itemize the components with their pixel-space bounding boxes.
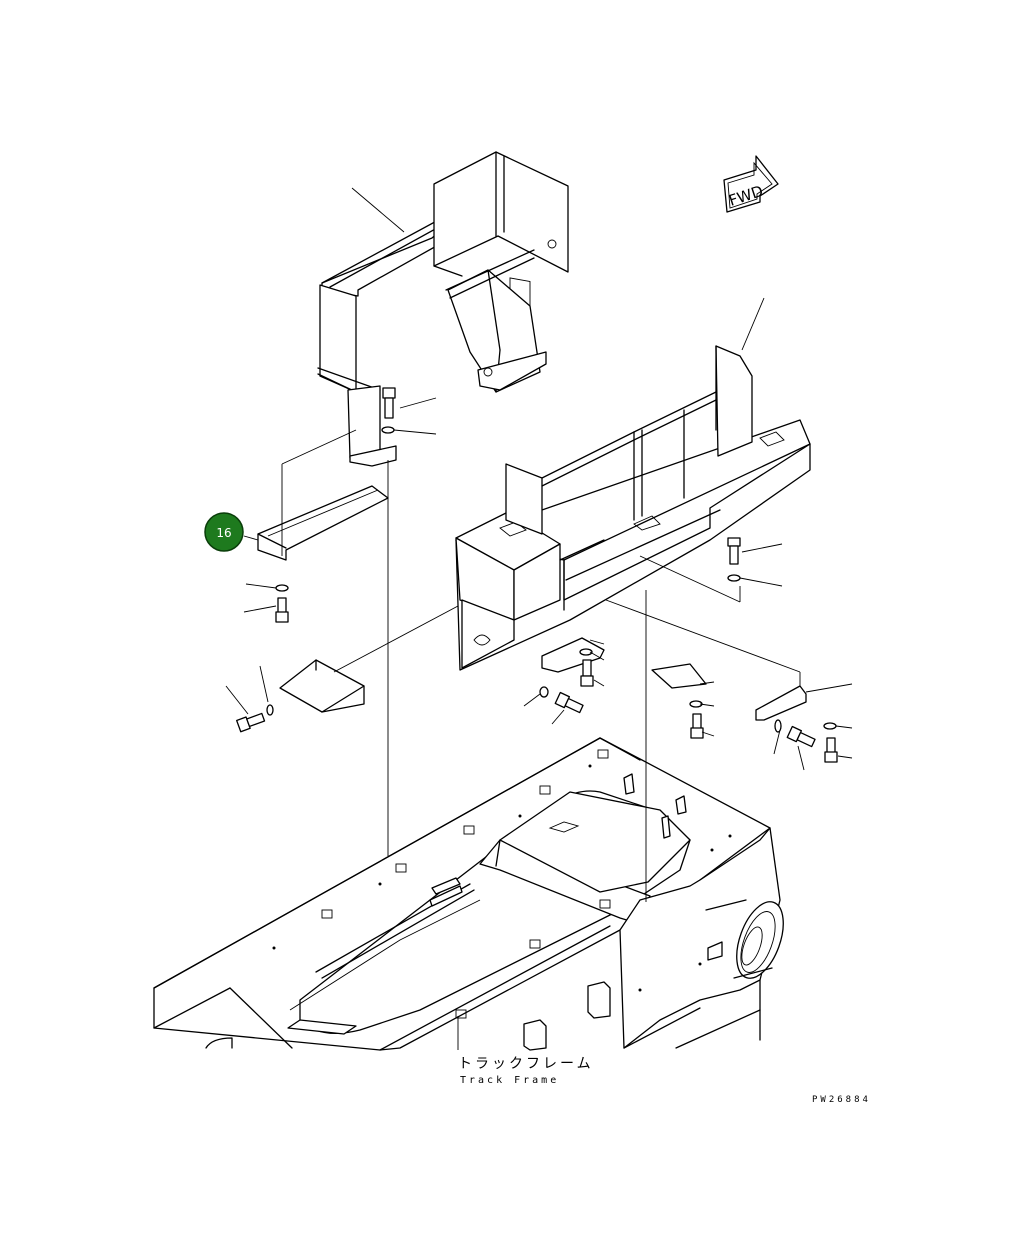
callout-16[interactable]: 16 (204, 512, 244, 552)
lower-left-plate (279, 659, 365, 713)
drawing-code: PW26884 (812, 1095, 871, 1105)
item-16-plate (257, 485, 389, 561)
bolt (236, 712, 266, 733)
bolt (786, 725, 816, 748)
assembly-centerlines (281, 429, 801, 902)
small-bracket-right (755, 685, 807, 721)
bolt (690, 713, 704, 739)
washer (727, 574, 741, 582)
central-main-frame (455, 345, 811, 671)
bolt (727, 537, 741, 565)
bolt (824, 737, 838, 763)
idler-wheel (705, 899, 784, 979)
washer (266, 704, 274, 716)
small-plate-center-right (651, 663, 707, 689)
washer (539, 686, 549, 698)
bolts-and-washers (236, 387, 838, 763)
bolt (275, 597, 289, 623)
track-frame-label-japanese: トラックフレーム (458, 1056, 594, 1072)
bolt (580, 659, 594, 687)
bolt (554, 691, 584, 714)
leader-lines (225, 187, 853, 1050)
washer (823, 722, 837, 730)
track-frame (153, 737, 784, 1051)
callout-16-label: 16 (216, 526, 231, 540)
washer (381, 426, 395, 434)
washer (275, 584, 289, 592)
upper-left-frame-assembly (317, 151, 569, 467)
track-frame-label-english: Track Frame (460, 1075, 559, 1086)
washer (579, 648, 593, 656)
callout-16-badge[interactable] (204, 512, 244, 552)
bolt (382, 387, 396, 419)
washer (774, 719, 782, 733)
fwd-direction-arrow: FWD (723, 155, 779, 213)
